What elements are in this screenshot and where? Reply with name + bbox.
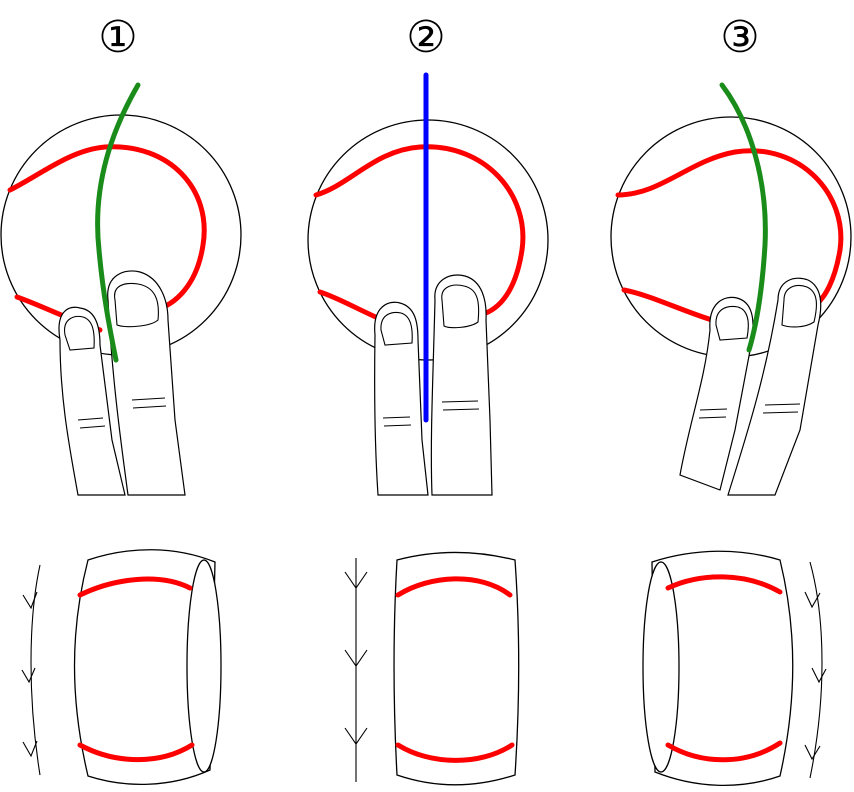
panel-label-2: ② <box>406 12 445 63</box>
ball-seam-3b <box>621 287 715 323</box>
rotation-arrows-2 <box>344 558 368 782</box>
side-view-2 <box>393 551 520 786</box>
panel-label-3: ③ <box>720 12 759 63</box>
panel-2: ② <box>307 12 549 786</box>
panel-3: ③ <box>610 12 852 786</box>
rotation-arrows-1 <box>21 564 41 776</box>
ball-seam-2 <box>313 144 526 318</box>
hand-1 <box>58 270 186 496</box>
side-view-3 <box>642 550 794 786</box>
grip-axis-3 <box>719 82 768 353</box>
hand-2 <box>374 274 493 496</box>
hand-3 <box>679 277 822 496</box>
rotation-arrows-3 <box>804 561 827 779</box>
ball-seam-1 <box>7 144 207 313</box>
grip-axis-1 <box>95 82 141 363</box>
ball-seam-3 <box>615 148 844 308</box>
panel-label-1: ① <box>98 12 137 63</box>
side-view-1 <box>73 549 222 785</box>
panel-1: ① <box>0 12 242 785</box>
